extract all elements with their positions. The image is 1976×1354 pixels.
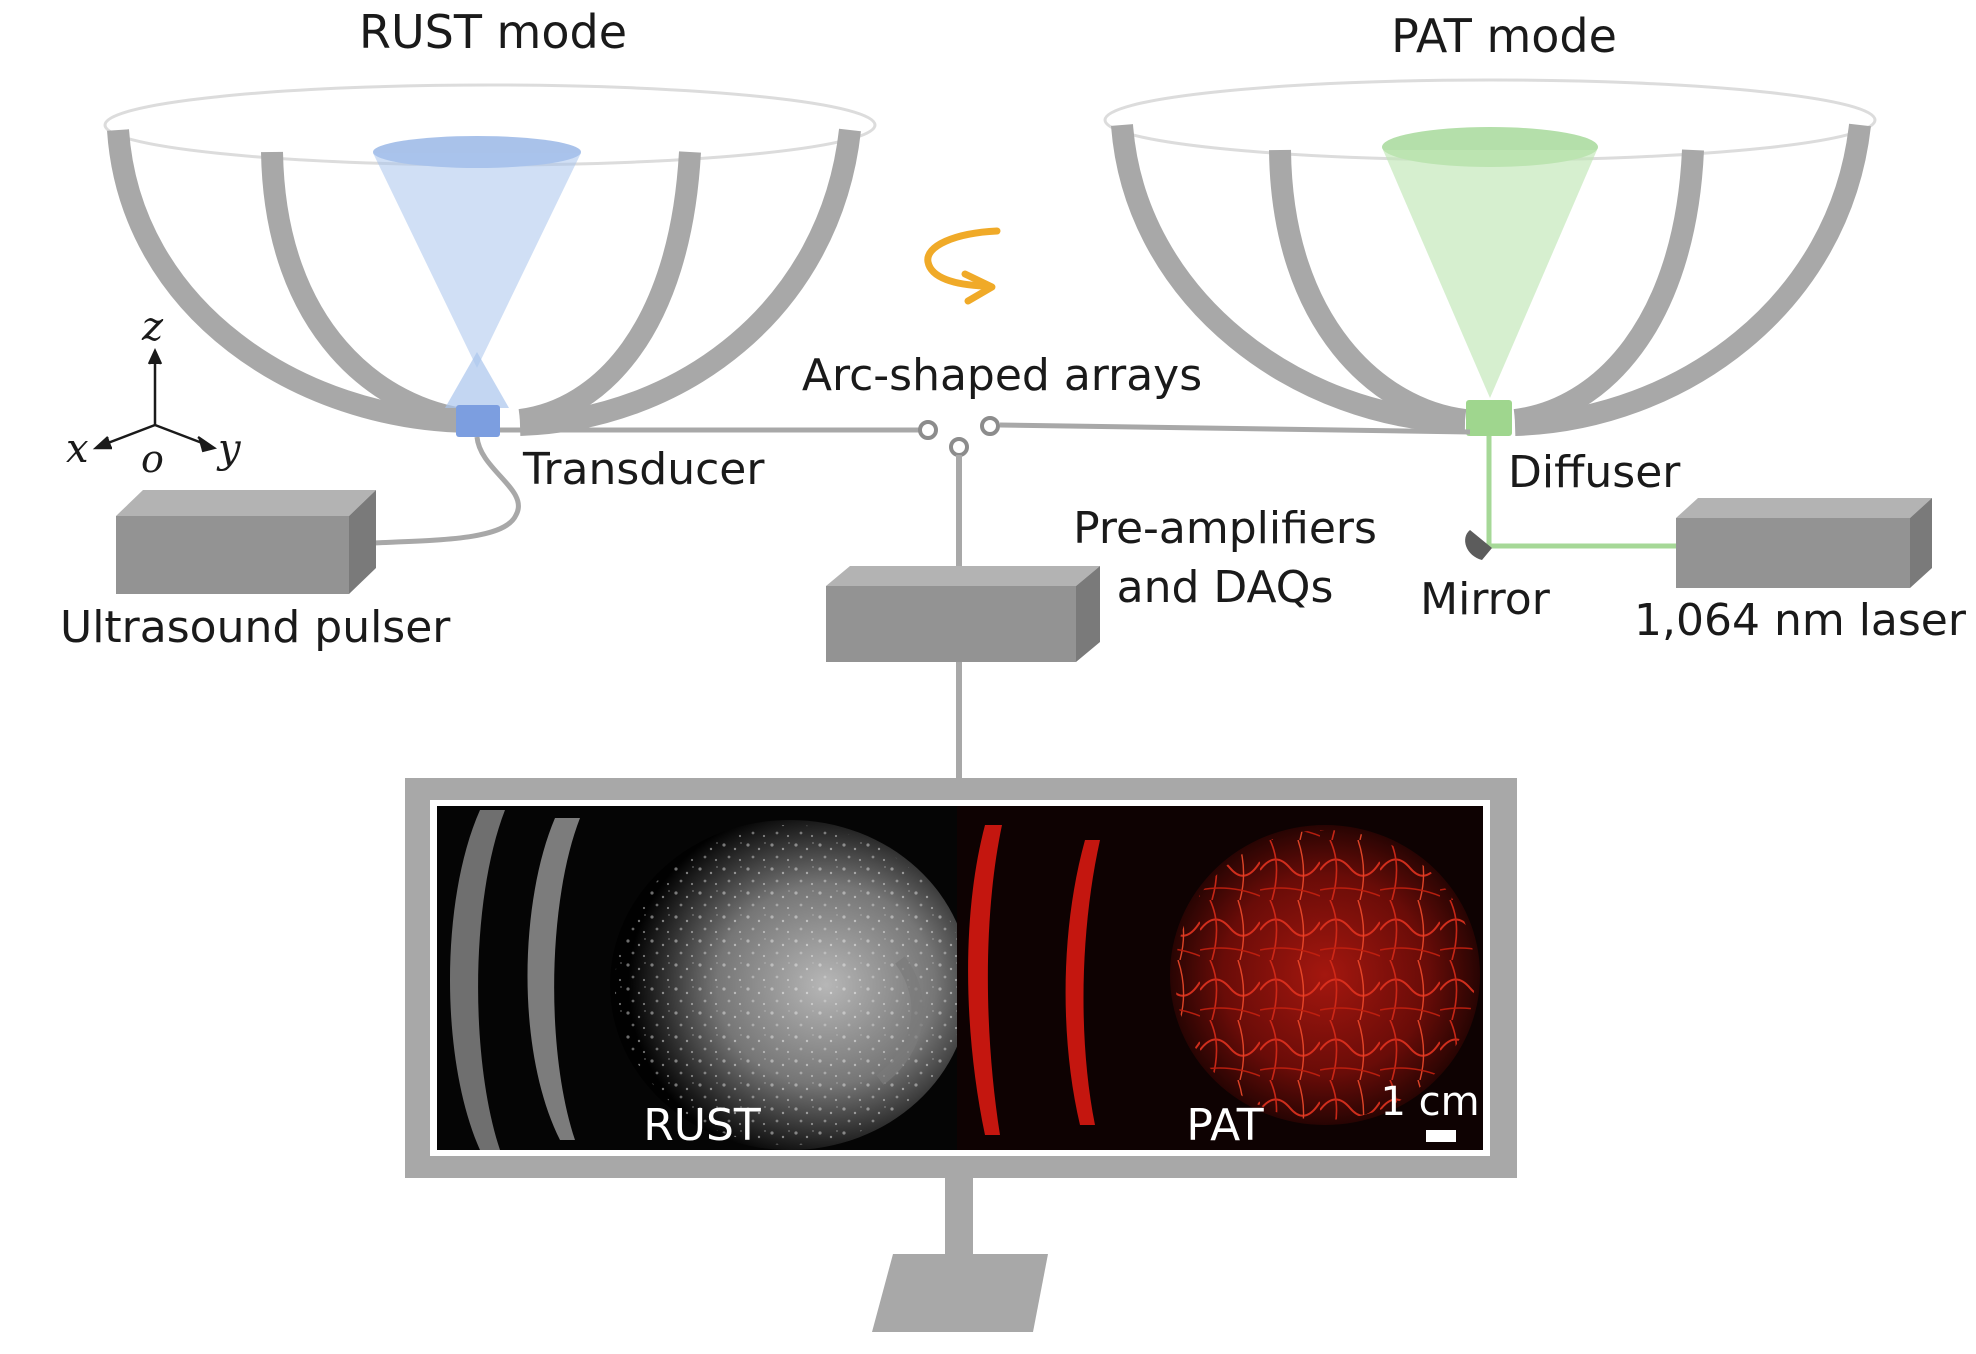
switch-contact-left [918,420,938,440]
rust-image-label: RUST [643,1100,761,1151]
rust-ultrasound-beam [373,153,581,368]
switch-contact-right [980,416,1000,436]
array-switch [500,416,1471,572]
mirror-label: Mirror [1420,574,1551,625]
monitor: RUST PAT 1 cm [405,778,1517,1178]
axis-z-label: z [141,304,164,350]
ultrasound-pulser-box [116,490,376,594]
monitor-stand [872,1178,1048,1332]
rust-hemisphere [103,83,877,437]
pat-image-label: PAT [1186,1100,1263,1151]
laser-fiber [1486,436,1676,549]
laser-label: 1,064 nm laser [1634,595,1967,646]
preamp-label-line1: Pre-amplifiers [1073,503,1377,554]
switch-common [949,437,969,457]
ultrasound-pulser-label: Ultrasound pulser [60,602,451,653]
axis-x-label: x [66,426,89,472]
diffuser-label: Diffuser [1508,447,1681,498]
pat-hemisphere [1103,78,1877,436]
axis-y-label: y [216,426,242,472]
coordinate-axes [92,348,217,453]
rust-return-beam [445,352,509,408]
transducer-element [456,405,500,437]
rust-mode-title: RUST mode [359,5,627,59]
transducer-label: Transducer [522,444,765,495]
pat-arc-ribs [1111,123,1871,436]
rotation-arrow-icon [924,227,1001,305]
arc-shaped-arrays-label: Arc-shaped arrays [802,350,1202,401]
scale-bar [1426,1130,1456,1142]
transducer-cable [371,436,521,546]
pat-mode-title: PAT mode [1391,9,1617,63]
laser-box [1676,498,1932,588]
scale-bar-label: 1 cm [1380,1079,1479,1125]
pat-light-beam [1383,150,1597,398]
diffuser-element [1466,400,1512,436]
mirror-icon [1465,530,1492,560]
axis-origin-label: o [141,437,164,481]
pat-image [957,806,1483,1150]
preamp-daq-box [826,566,1100,662]
rust-arc-ribs [107,128,861,436]
preamp-label-line2: and DAQs [1117,562,1334,613]
rust-image [437,806,970,1150]
